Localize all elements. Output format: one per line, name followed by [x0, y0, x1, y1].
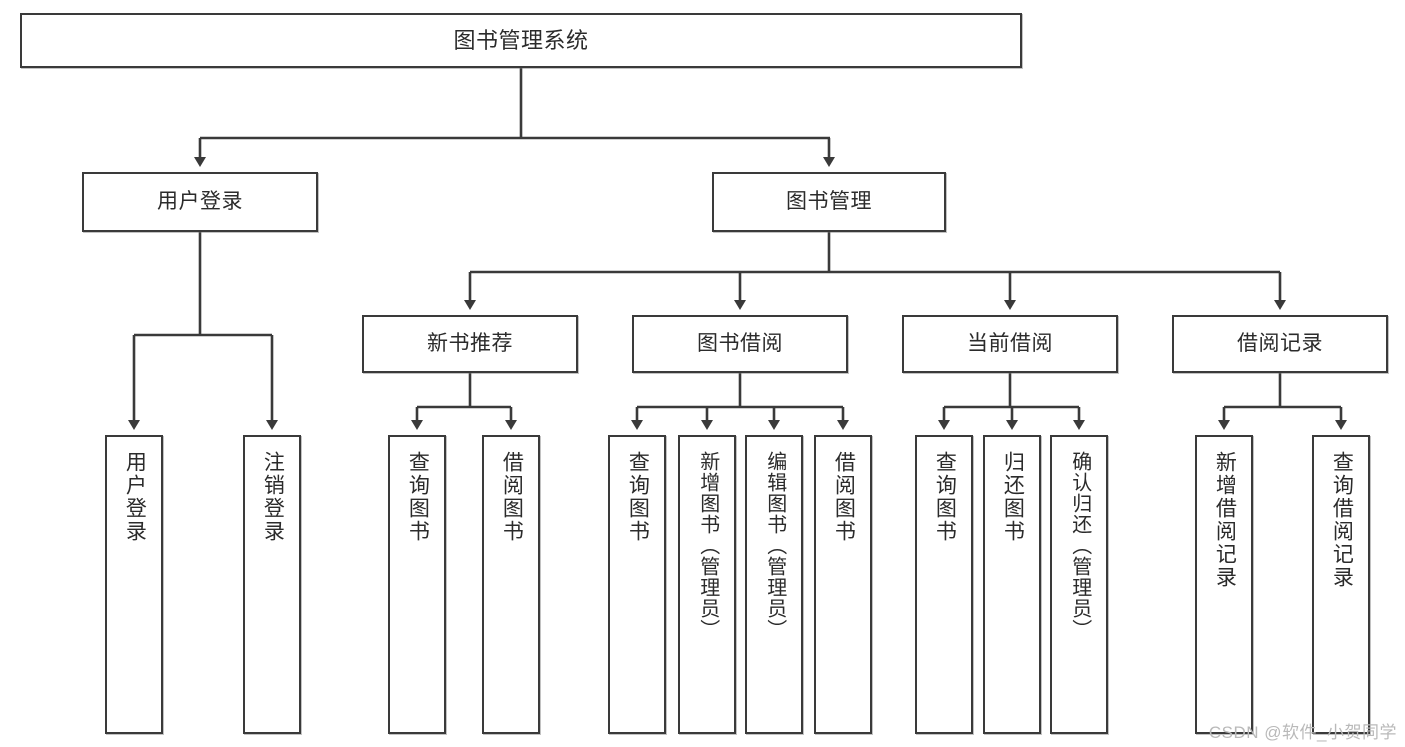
node-root[interactable]: 图书管理系统 — [20, 13, 1022, 68]
leaf-add-book-admin-label: 新增图书（管理员） — [696, 451, 719, 640]
leaf-user-login[interactable]: 用户登录 — [105, 435, 163, 734]
leaf-borrow-book-recommend-label: 借阅图书 — [500, 451, 524, 543]
leaf-logout-label: 注销登录 — [261, 451, 285, 543]
node-book-management[interactable]: 图书管理 — [712, 172, 946, 232]
node-current-borrow[interactable]: 当前借阅 — [902, 315, 1118, 373]
node-book-borrow[interactable]: 图书借阅 — [632, 315, 848, 373]
leaf-edit-book-admin-label: 编辑图书（管理员） — [763, 451, 786, 640]
csdn-watermark: CSDN @软件_小贺同学 — [1208, 723, 1397, 742]
leaf-query-book-recommend[interactable]: 查询图书 — [388, 435, 446, 734]
node-user-login[interactable]: 用户登录 — [82, 172, 318, 232]
leaf-query-book-current-label: 查询图书 — [933, 451, 957, 543]
leaf-borrow-book-label: 借阅图书 — [832, 451, 856, 543]
leaf-return-book-label: 归还图书 — [1001, 451, 1025, 543]
leaf-query-borrow-record-label: 查询借阅记录 — [1330, 451, 1354, 589]
leaf-add-borrow-record-label: 新增借阅记录 — [1213, 451, 1237, 589]
node-borrow-record[interactable]: 借阅记录 — [1172, 315, 1388, 373]
leaf-query-book-current[interactable]: 查询图书 — [915, 435, 973, 734]
leaf-confirm-return-admin-label: 确认归还（管理员） — [1068, 451, 1091, 640]
leaf-return-book[interactable]: 归还图书 — [983, 435, 1041, 734]
node-new-book-recommend-label: 新书推荐 — [427, 331, 513, 355]
leaf-add-book-admin[interactable]: 新增图书（管理员） — [678, 435, 736, 734]
leaf-query-book-borrow-label: 查询图书 — [626, 451, 650, 543]
leaf-user-login-label: 用户登录 — [123, 451, 147, 543]
leaf-borrow-book[interactable]: 借阅图书 — [814, 435, 872, 734]
node-book-management-label: 图书管理 — [786, 189, 872, 213]
leaf-borrow-book-recommend[interactable]: 借阅图书 — [482, 435, 540, 734]
node-book-borrow-label: 图书借阅 — [697, 331, 783, 355]
node-borrow-record-label: 借阅记录 — [1237, 331, 1323, 355]
leaf-query-book-borrow[interactable]: 查询图书 — [608, 435, 666, 734]
leaf-confirm-return-admin[interactable]: 确认归还（管理员） — [1050, 435, 1108, 734]
leaf-logout[interactable]: 注销登录 — [243, 435, 301, 734]
leaf-query-borrow-record[interactable]: 查询借阅记录 — [1312, 435, 1370, 734]
node-new-book-recommend[interactable]: 新书推荐 — [362, 315, 578, 373]
leaf-edit-book-admin[interactable]: 编辑图书（管理员） — [745, 435, 803, 734]
node-root-label: 图书管理系统 — [453, 27, 589, 53]
leaf-query-book-recommend-label: 查询图书 — [406, 451, 430, 543]
leaf-add-borrow-record[interactable]: 新增借阅记录 — [1195, 435, 1253, 734]
node-user-login-label: 用户登录 — [157, 189, 243, 213]
node-current-borrow-label: 当前借阅 — [967, 331, 1053, 355]
